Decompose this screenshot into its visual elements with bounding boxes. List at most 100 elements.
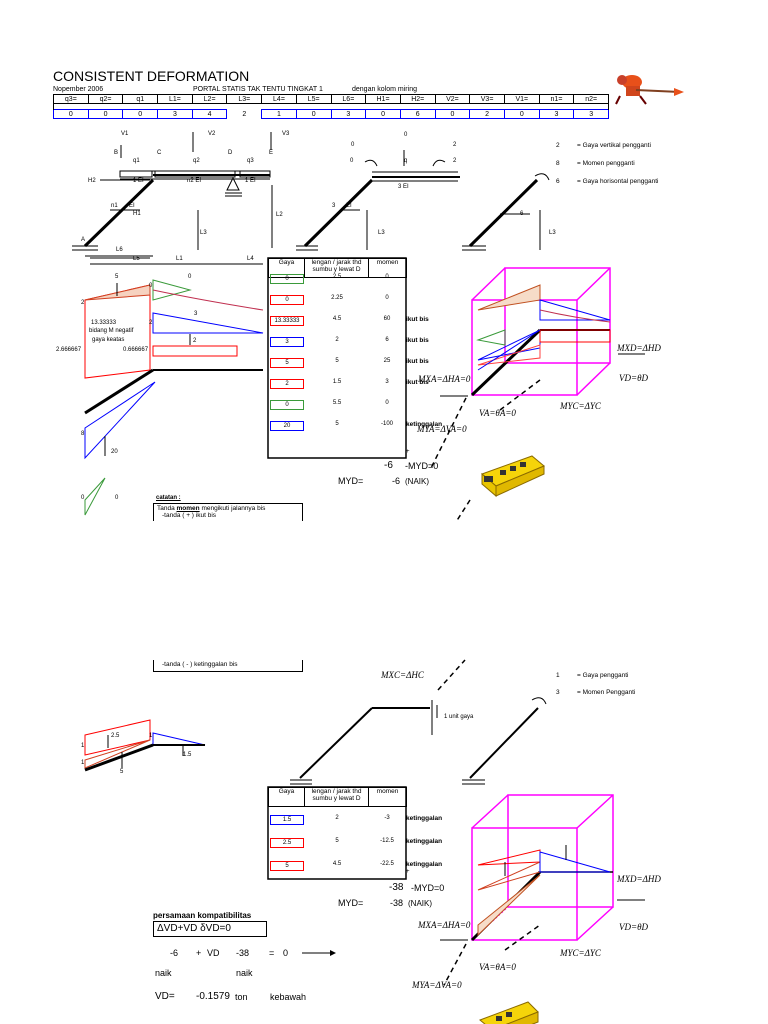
cube2-mxd: MXD=ΔHD [617,874,661,884]
param-value[interactable]: 3 [538,109,575,119]
d2-15: 1.5 [183,752,192,758]
s2-q: q [404,158,408,164]
legend-num: 6 [556,178,560,185]
param-label: n2= [573,94,609,104]
momen-cell: -22.5 [380,861,394,867]
param-value[interactable]: 0 [53,109,89,119]
cube1-mya: MYA=ΔVA=0 [417,424,467,434]
s2-ei: EI [346,203,352,209]
d1-five: 5 [115,274,119,280]
momen-cell: 0 [385,400,389,406]
t2-plus: + [406,869,410,875]
gaya-cell: 2.5 [270,838,304,848]
row-tag: ketinggalan [406,815,443,822]
label-l4: L4 [247,256,254,262]
deformation-cube-1 [429,267,645,523]
momen-cell: -3 [384,815,390,821]
d1-zero-b: 0 [149,283,153,289]
d1-val1: 13.33333 [91,320,117,326]
label-b: B [114,150,119,156]
row-tag: ikut bis [406,337,429,344]
cube1-myc: MYC=ΔYC [560,401,601,411]
momen-cell: 3 [385,379,389,385]
t1-sum-left: -6 [384,460,393,471]
label-ei-1: 1 EI [133,178,144,184]
momen-cell: 60 [383,316,391,322]
compat-result-dir: kebawah [270,992,307,1002]
parameter-table: q3= q2= q1 L1= L2= L3= L4= L5= L6= H1= H… [53,94,609,119]
subtitle: PORTAL STATIS TAK TENTU TINGKAT 1 [193,86,323,93]
page-title: CONSISTENT DEFORMATION [53,68,250,84]
legend-num: 2 [556,142,560,149]
lengan-cell: 4.5 [332,316,342,322]
label-v2: V2 [208,131,216,137]
moment-table-1: Gaya lengan / jarak thd sumbu y lewat D … [268,258,407,278]
compat-title: persamaan kompatibilitas [153,911,252,920]
cube1-mxd: MXD=ΔHD [617,343,661,353]
row-tag: ikut bis [406,316,429,323]
cube1-mxa: MXA=ΔHA=0 [418,374,471,384]
param-value[interactable]: 2 [242,110,247,118]
mascot-icon [615,75,684,105]
label-l1: L1 [176,256,183,262]
d1-zero-d: 0 [115,495,119,501]
d2-one-b: 1 [149,733,153,739]
label-a: A [81,237,86,243]
cube2-vd: VD=θD [619,922,648,932]
cube2-mxa: MXA=ΔHA=0 [418,920,471,930]
d1-two-c: 2 [193,338,197,344]
s2-three: 3 [332,203,336,209]
param-label: n1= [538,94,575,104]
moment-diagram-1 [84,255,264,516]
param-value[interactable]: 0 [87,109,124,119]
legend2-num: 1 [556,672,560,679]
s2-zero-b: 0 [404,132,408,138]
s3-l3: L3 [549,230,556,236]
portal-frame-2 [296,150,460,251]
t1-myd-label: MYD= [338,476,364,486]
compat-naik-2: naik [236,968,253,978]
row-tag: ikut bis [406,358,429,365]
param-label: q2= [87,94,124,104]
s2-unit: 1 unit gaya [444,714,474,720]
legend2-text: = Momen Pengganti [577,689,636,696]
lengan-cell: 5 [335,838,339,844]
label-v1: V1 [121,131,129,137]
s2-zero-c: 0 [350,158,354,164]
param-label: q3= [53,94,89,104]
lengan-cell: 5 [335,421,339,427]
d1-val3: 0.666667 [123,347,149,353]
portal-frame-4 [290,700,438,785]
gaya-cell: 5 [270,358,304,368]
note-line1-c: mengikuti jalannya bis [199,505,266,512]
gaya-cell: 2 [270,379,304,389]
moment-diagram-2 [84,719,206,772]
param-value[interactable]: 3 [573,109,609,119]
lengan-cell: 2 [335,337,339,343]
s3-six: 6 [520,211,524,217]
t2-sum-left: -38 [389,882,404,893]
notes-box: Tanda momen mengikuti jalannya bis -tand… [153,503,303,521]
subtitle-2: dengan kolom miring [352,86,417,93]
momen-cell: -100 [380,421,393,427]
lengan-cell: 4.5 [332,861,342,867]
t2-myd-label: MYD= [338,898,364,908]
compat-zero: 0 [283,948,289,958]
col-header-lengan: lengan / jarak thd sumbu y lewat D [304,787,369,807]
momen-cell: 6 [385,337,389,343]
label-l6: L6 [116,247,123,253]
cube2-mya: MYA=ΔVA=0 [412,980,462,990]
s2-zero-a: 0 [351,142,355,148]
param-value[interactable]: 0 [503,109,540,119]
label-n2ei: n2 EI [187,178,202,184]
compat-result-value: -0.1579 [196,991,230,1002]
t1-myd-value: -6 [392,476,401,486]
param-value[interactable]: 4 [191,109,228,119]
d1-note2: gaya keatas [92,337,125,343]
cube1-vd: VD=θD [619,373,648,383]
d1-zero-a: 0 [188,274,192,280]
portal-frame-5 [437,659,547,785]
t1-plus: + [406,449,410,455]
d1-twenty: 20 [111,449,118,455]
compat-equation: ΔVD+VD δVD=0 [153,921,267,937]
